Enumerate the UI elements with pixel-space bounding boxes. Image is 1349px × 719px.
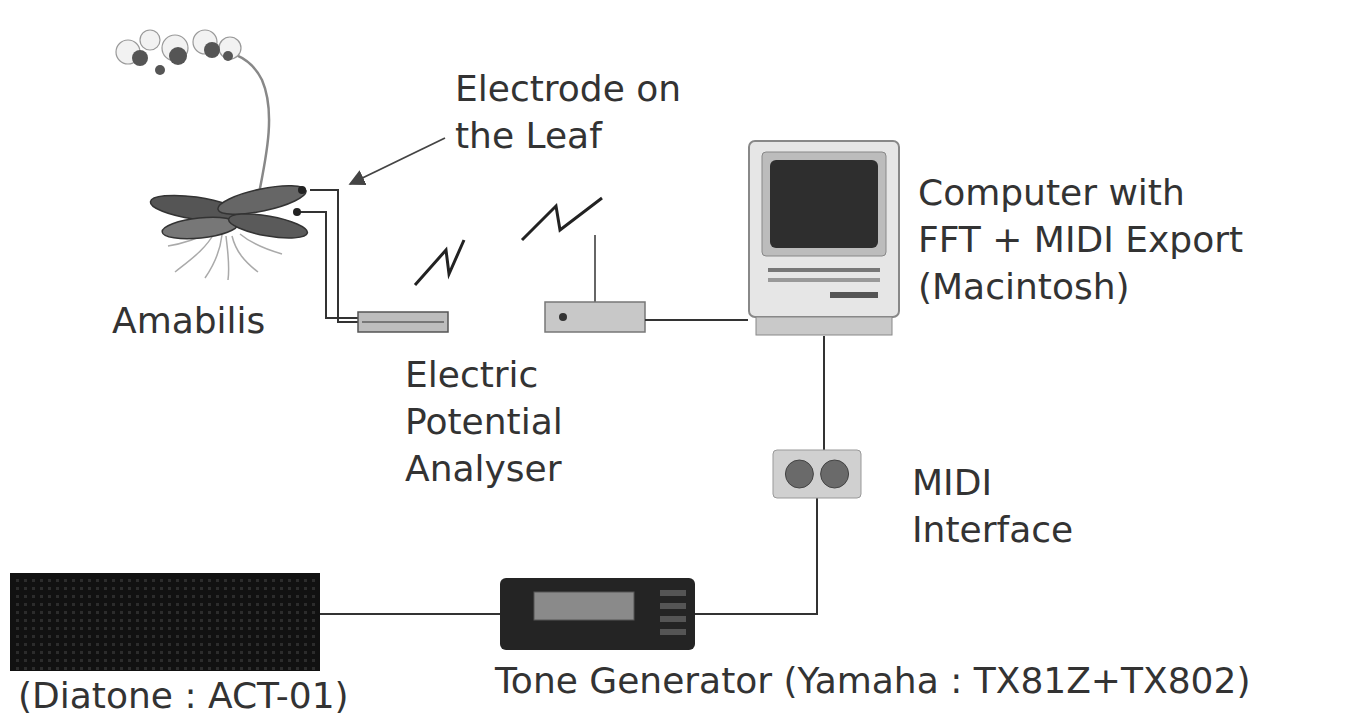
- device-label: Tone Generator (Yamaha : TX81Z+TX802): [495, 658, 1250, 705]
- cable: [695, 498, 817, 614]
- callout-label: Electrode on the Leaf: [455, 66, 717, 160]
- plant: Amabilis: [150, 168, 310, 250]
- cable: [310, 190, 358, 322]
- callout-arrow: [350, 138, 445, 184]
- tone-generator: Tone Generator (Yamaha : TX81Z+TX802): [500, 578, 695, 650]
- speaker: (Diatone : ACT-01): [10, 573, 320, 671]
- computer-shape: [748, 140, 900, 336]
- analyser: Electric Potential Analyser: [358, 312, 448, 332]
- device-label: Amabilis: [112, 298, 265, 345]
- midi-interface-shape: [773, 450, 861, 498]
- orchid-plant: [116, 30, 309, 280]
- tone-generator-shape: [500, 578, 695, 650]
- analyser-shape: [358, 312, 448, 332]
- cable: [320, 613, 500, 615]
- cable: [645, 319, 748, 321]
- plant-shape: [150, 168, 310, 250]
- electrode-wire: [297, 212, 358, 318]
- electrode: [298, 186, 306, 194]
- wireless-receiver: [545, 235, 645, 332]
- wireless-symbol: [415, 240, 464, 285]
- device-label: MIDI Interface: [912, 460, 1112, 554]
- device-label: Electric Potential Analyser: [405, 352, 595, 492]
- device-label: Computer with FFT + MIDI Export (Macinto…: [918, 170, 1252, 310]
- computer: Computer with FFT + MIDI Export (Macinto…: [748, 140, 900, 336]
- speaker-shape: [10, 573, 320, 671]
- wireless-symbol: [522, 198, 602, 240]
- device-label: (Diatone : ACT-01): [18, 673, 349, 719]
- electrode: [293, 208, 301, 216]
- midi-interface: MIDI Interface: [773, 450, 861, 498]
